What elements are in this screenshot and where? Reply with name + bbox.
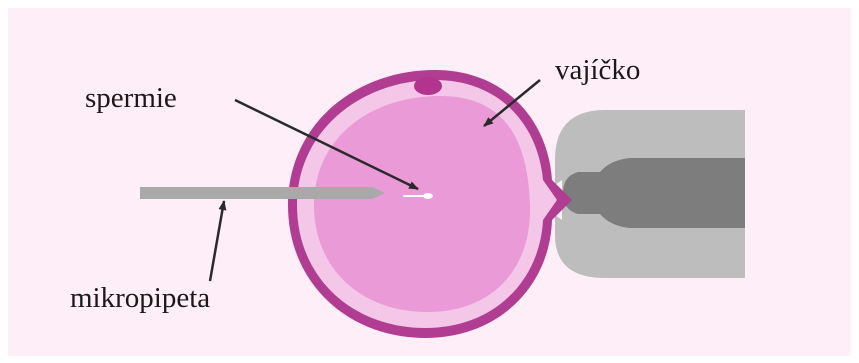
polar-body [414, 77, 442, 95]
label-spermie: spermie [85, 84, 177, 113]
label-mikropipeta: mikropipeta [70, 284, 210, 313]
holding-pipette [555, 110, 745, 278]
label-vajicko: vajíčko [555, 56, 640, 85]
micropipette [140, 187, 385, 199]
